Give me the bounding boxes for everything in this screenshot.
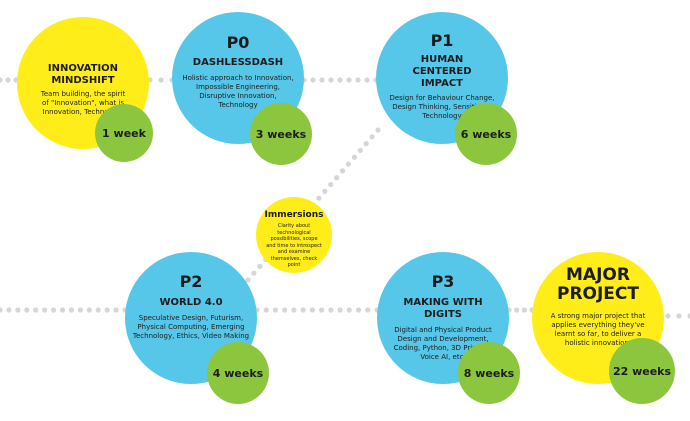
duration-label: 22 weeks xyxy=(612,364,672,378)
phase-label: P1 xyxy=(430,31,454,50)
connector-dot xyxy=(334,175,340,181)
connector-dot xyxy=(322,188,328,194)
connector-dot xyxy=(346,77,352,83)
duration-badge-p3: 8 weeks xyxy=(458,342,520,404)
duration-badge-innovation: 1 week xyxy=(95,104,153,162)
connector-dot xyxy=(24,307,30,313)
connector-dot xyxy=(309,307,315,313)
connector-dot xyxy=(300,307,306,313)
connector-dot xyxy=(251,270,257,276)
connector-dot xyxy=(59,307,66,313)
connector-dot xyxy=(665,313,671,319)
connector-dot xyxy=(676,313,682,319)
connector-dot xyxy=(257,263,263,269)
connector-dot xyxy=(158,77,164,83)
connector-dot xyxy=(310,77,316,83)
module-description: Team building, the spirit of "Innovation… xyxy=(40,90,126,116)
connector-dot xyxy=(113,307,119,313)
connector-dot xyxy=(272,307,279,313)
connector-dot xyxy=(687,313,690,319)
phase-label: P2 xyxy=(179,272,203,291)
duration-badge-major: 22 weeks xyxy=(609,338,675,404)
connector-dot xyxy=(319,307,325,313)
duration-label: 6 weeks xyxy=(460,127,512,141)
module-description: Digital and Physical Product Design and … xyxy=(393,326,493,361)
connector-dot xyxy=(365,307,371,313)
connector-dot xyxy=(316,195,322,201)
connector-dot xyxy=(33,307,39,313)
connector-dot xyxy=(339,168,346,174)
connector-dot xyxy=(363,141,369,147)
module-innovation-mindshift: INNOVATION MINDSHIFT Team building, the … xyxy=(17,17,149,149)
module-p3: P3 MAKING WITH DIGITS Digital and Physic… xyxy=(377,252,509,384)
connector-dot xyxy=(319,77,325,83)
duration-badge-p2: 4 weeks xyxy=(207,342,269,404)
connector-dot xyxy=(364,77,370,83)
connector-dot xyxy=(68,307,75,313)
connector-dot xyxy=(514,307,520,313)
connector-dot xyxy=(263,307,269,313)
module-description: Design for Behaviour Change, Design Thin… xyxy=(389,94,495,120)
module-title: MAKING WITH DIGITS xyxy=(403,297,483,320)
connector-dot xyxy=(77,307,83,313)
connector-dot xyxy=(104,307,110,313)
connector-dot xyxy=(345,161,352,167)
module-title: MAJOR PROJECT xyxy=(556,265,639,304)
connector-dot xyxy=(245,277,251,283)
connector-dot xyxy=(15,307,21,313)
phase-label: P0 xyxy=(226,33,250,52)
connector-dot xyxy=(328,181,334,188)
module-title: DASHLESSDASH xyxy=(192,57,284,68)
connector-dot xyxy=(328,307,334,313)
connector-dot xyxy=(6,307,12,313)
module-description: Holistic approach to Innovation, Impossi… xyxy=(182,74,294,109)
module-title: INNOVATION MINDSHIFT xyxy=(47,63,119,86)
module-description: A strong major project that applies ever… xyxy=(550,312,646,347)
module-title: WORLD 4.0 xyxy=(159,297,223,308)
connector-dot xyxy=(282,307,288,313)
connector-dot xyxy=(351,154,357,160)
duration-label: 8 weeks xyxy=(463,366,515,380)
duration-label: 3 weeks xyxy=(255,127,307,141)
connector-dot xyxy=(5,77,11,83)
connector-dot xyxy=(355,307,362,313)
connector-dot xyxy=(95,307,101,313)
duration-badge-p1: 6 weeks xyxy=(455,103,517,165)
module-title: HUMAN CENTERED IMPACT xyxy=(412,54,472,89)
connector-dot xyxy=(42,307,48,313)
connector-dot xyxy=(0,307,3,313)
connector-dot xyxy=(346,307,352,313)
connector-dot xyxy=(375,127,381,133)
connector-dot xyxy=(291,307,297,313)
phase-label: P3 xyxy=(431,272,455,291)
connector-dot xyxy=(369,134,375,140)
duration-label: 4 weeks xyxy=(212,366,264,380)
connector-dot xyxy=(357,147,363,154)
connector-dot xyxy=(86,307,92,313)
module-title: Immersions xyxy=(264,210,324,220)
module-description: Clarity about technological possibilitie… xyxy=(266,223,322,268)
connector-dot xyxy=(337,77,343,83)
duration-badge-p0: 3 weeks xyxy=(250,103,312,165)
module-description: Speculative Design, Futurism, Physical C… xyxy=(132,314,250,340)
module-immersions: Immersions Clarity about technological p… xyxy=(256,197,332,273)
duration-label: 1 week xyxy=(102,126,146,140)
connector-dot xyxy=(337,307,343,313)
connector-dot xyxy=(50,307,57,313)
connector-dot xyxy=(0,77,3,83)
connector-dot xyxy=(355,77,361,83)
connector-dot xyxy=(521,307,527,313)
connector-dot xyxy=(328,77,334,83)
